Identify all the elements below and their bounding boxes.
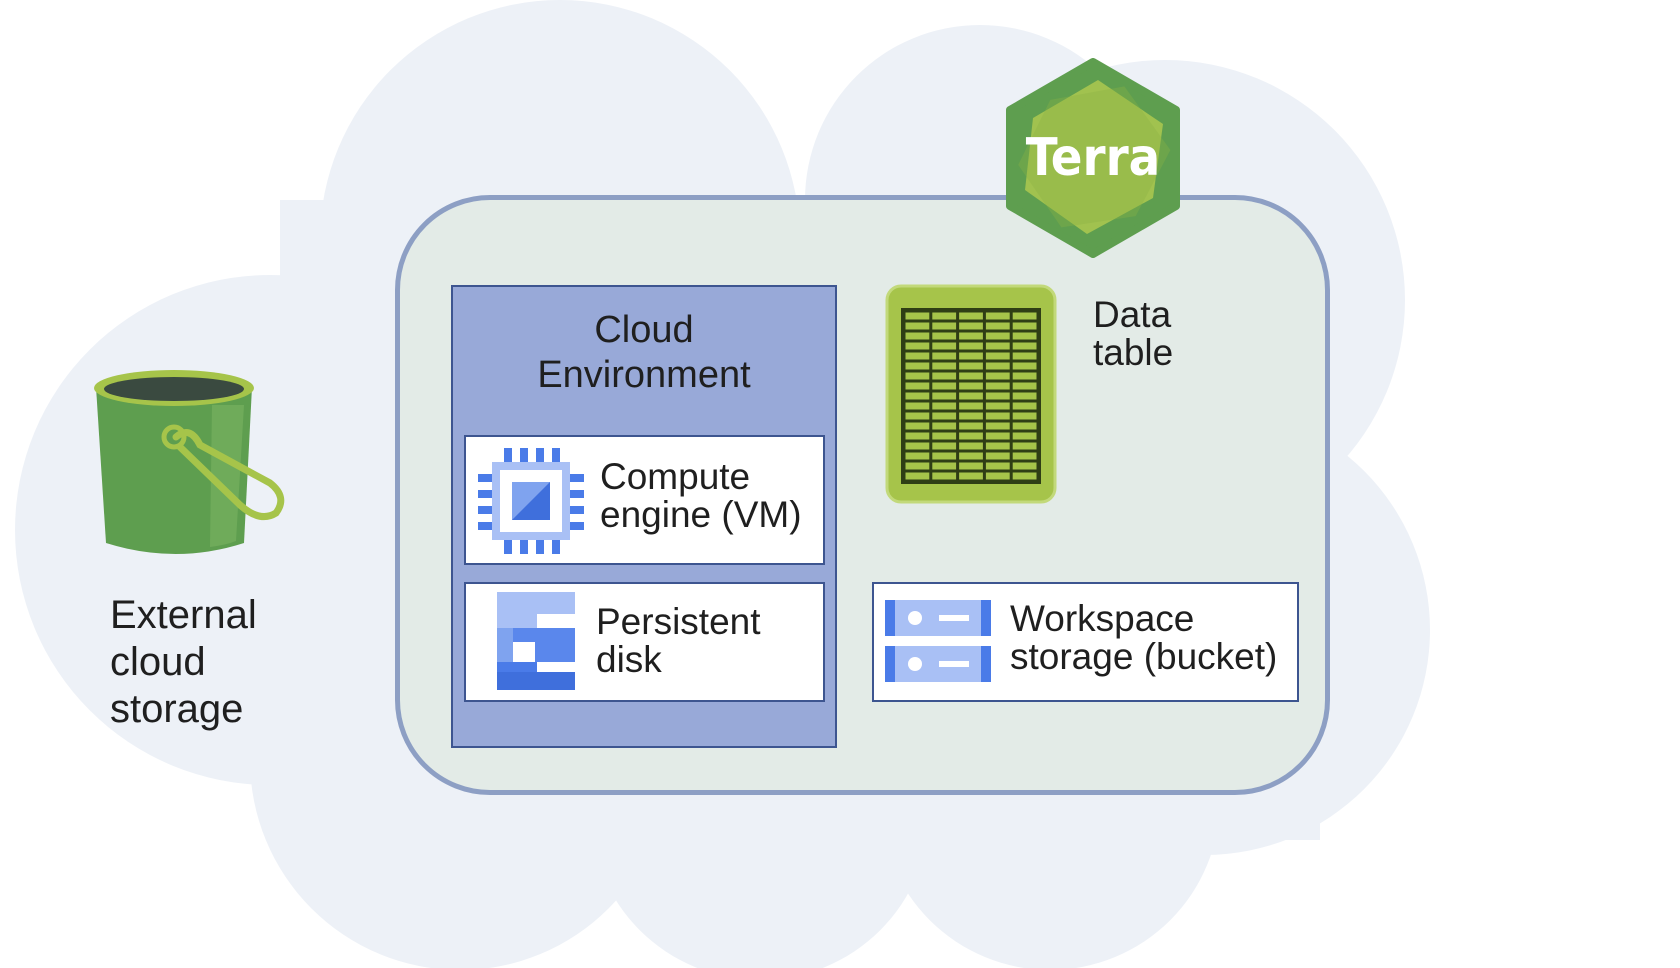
cloud-environment-title: Cloud Environment bbox=[537, 309, 751, 396]
cpu-chip-icon bbox=[478, 448, 584, 554]
compute-engine-label: Compute engine (VM) bbox=[600, 456, 802, 535]
data-table-label: Data table bbox=[1093, 294, 1174, 373]
storage-bucket-icon bbox=[885, 600, 991, 682]
terra-logo: Terra bbox=[1006, 58, 1180, 258]
terra-logo-text: Terra bbox=[1026, 128, 1160, 188]
bucket-icon bbox=[94, 370, 285, 554]
external-storage-label: External cloud storage bbox=[110, 593, 257, 731]
persistent-disk-label: Persistent disk bbox=[596, 601, 761, 680]
workspace-storage-label: Workspace storage (bucket) bbox=[1010, 598, 1278, 677]
persistent-disk-icon bbox=[497, 592, 575, 690]
spreadsheet-icon bbox=[885, 284, 1057, 504]
